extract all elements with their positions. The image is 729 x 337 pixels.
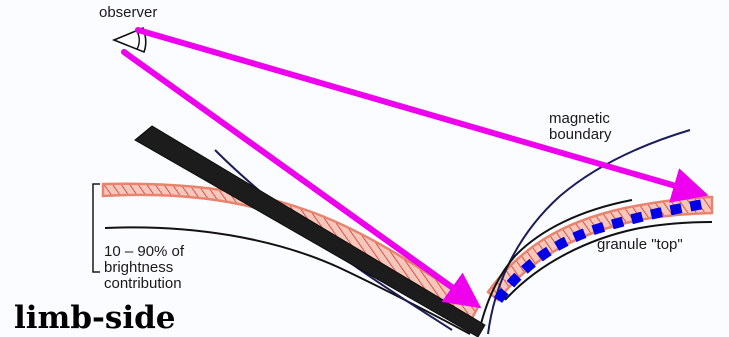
limb-side-title: limb-side (14, 301, 176, 335)
brightness-bracket (93, 184, 100, 272)
granule-top-label: granule "top" (597, 237, 683, 253)
contribution-label: contribution (104, 276, 182, 292)
occluding-bar (135, 126, 485, 337)
sightline-to-limb-side (124, 52, 474, 303)
magnetic-boundary-label: magnetic boundary (549, 111, 612, 143)
observer-label: observer (99, 5, 157, 21)
brightness-range-label: 10 – 90% of (104, 244, 184, 260)
brightness-label: brightness (104, 260, 173, 276)
magnetic-boundary-label-line1: magnetic (549, 111, 612, 127)
magnetic-boundary-label-line2: boundary (549, 127, 612, 143)
